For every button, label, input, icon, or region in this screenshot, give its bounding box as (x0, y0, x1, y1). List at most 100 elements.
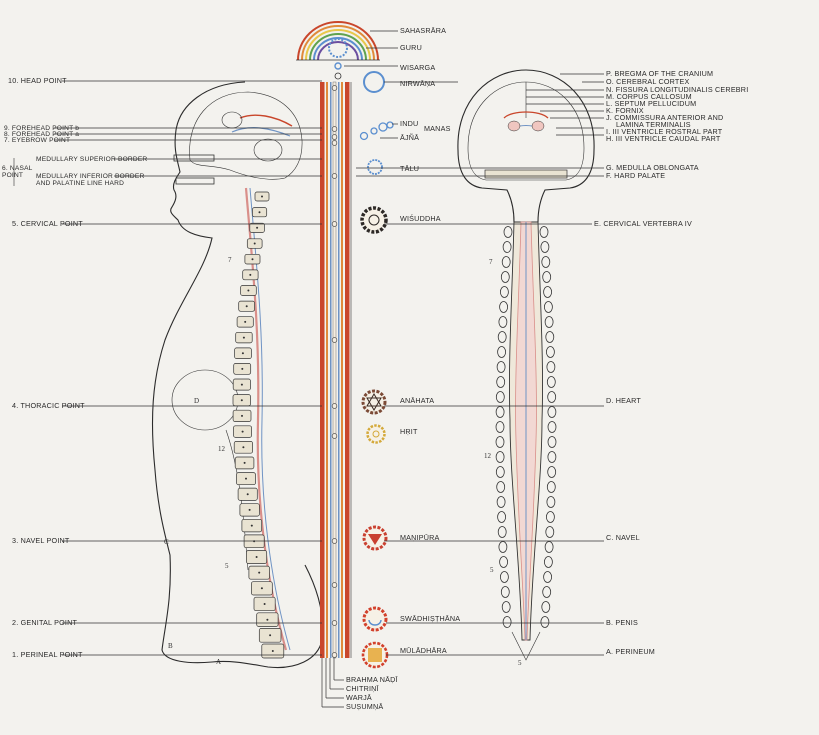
letter-a-left: A (216, 658, 221, 666)
vertebra-dot (252, 258, 254, 260)
vertebra-front (504, 227, 512, 238)
number-5-bottom: 5 (518, 659, 522, 667)
label-swadhisthana: SWĀDHIṢṬHĀNA (400, 614, 460, 623)
label-c-navel: C. NAVEL (606, 533, 640, 542)
number-5-left: 5 (225, 562, 229, 570)
vertebra-front (544, 287, 552, 298)
vertebra-front (496, 437, 504, 448)
vertebra-dot (246, 305, 248, 307)
vertebra-front (500, 287, 508, 298)
chakra-ajna (361, 133, 368, 140)
vertebra-dot (251, 525, 253, 527)
vertebra-front (496, 422, 504, 433)
vertebra-front (544, 572, 552, 583)
channel-bead (332, 539, 337, 544)
channel-bead (332, 621, 337, 626)
label-nasal-num: 6. NASAL (2, 165, 33, 172)
channel-bead (332, 135, 337, 140)
channel-bead (332, 127, 337, 132)
chakra-hrit (368, 426, 385, 443)
vertebra-front (542, 602, 550, 613)
vertebra-front (497, 482, 505, 493)
vertebra-front (548, 407, 556, 418)
vertebra-front (496, 407, 504, 418)
vertebra-front (501, 272, 509, 283)
nadi-channels (320, 82, 351, 658)
vertebra-front (543, 587, 551, 598)
letter-d-left: D (194, 397, 199, 405)
vertebra-front (548, 452, 556, 463)
label-medullary-inferior-2: AND PALATINE LINE HARD (36, 180, 124, 187)
label-cervical: 5. CERVICAL POINT (12, 219, 83, 228)
channel-bead (332, 141, 337, 146)
vertebra-front (498, 527, 506, 538)
chakra-indu-manas (371, 122, 393, 134)
vertebra-front (496, 467, 504, 478)
vertebra-front (496, 452, 504, 463)
vertebra-front (546, 527, 554, 538)
vertebra-front (548, 422, 556, 433)
channel-bead (332, 338, 337, 343)
vertebra-front (498, 512, 506, 523)
channel-bead (332, 222, 337, 227)
vertebra-front (544, 302, 552, 313)
chakra-manipura (364, 527, 386, 549)
vertebra-dot (249, 274, 251, 276)
chakra-muladhara (363, 643, 387, 667)
chakra-swadhisthana (364, 608, 386, 630)
vertebra-front (503, 617, 511, 628)
vertebra-front (540, 227, 548, 238)
label-perineal: 1. PERINEAL POINT (12, 650, 83, 659)
label-muladhara: MŪLĀDHĀRA (400, 646, 447, 655)
vertebra-front (501, 587, 509, 598)
vertebra-front (547, 497, 555, 508)
vertebra-front (497, 377, 505, 388)
label-thoracic: 4. THORACIC POINT (12, 401, 85, 410)
number-5-right: 5 (490, 566, 494, 574)
vertebra-front (544, 557, 552, 568)
label-chitrini: CHITRIṆĪ (346, 684, 379, 693)
label-hrit: HṚIT (400, 427, 418, 436)
chakra-wisuddha (362, 208, 386, 232)
label-guru: GURU (400, 43, 422, 52)
vertebra-front (547, 362, 555, 373)
label-medullary-superior: MEDULLARY SUPERIOR BORDER (36, 156, 147, 163)
label-head-point: 10. HEAD POINT (8, 76, 67, 85)
vertebra-dot (256, 556, 258, 558)
vertebra-dot (258, 572, 260, 574)
vertebra-front (547, 482, 555, 493)
label-a-perineum: A. PERINEUM (606, 647, 655, 656)
vertebra-dot (242, 446, 244, 448)
vertebra-front (500, 572, 508, 583)
skull-inner (190, 92, 303, 179)
heart-region (172, 370, 238, 430)
vertebra-front (500, 302, 508, 313)
channel-bead (332, 174, 337, 179)
chakra-talu (368, 160, 382, 174)
channel-bead (332, 404, 337, 409)
label-brahma-nadi: BRAHMA NĀḌĪ (346, 675, 398, 684)
label-f-palate: F. HARD PALATE (606, 171, 665, 180)
vertebra-front (499, 542, 507, 553)
label-anahata: ANĀHATA (400, 396, 434, 405)
channel-bead (332, 583, 337, 588)
chakra-anahata (363, 391, 385, 413)
label-susumna: SUṢUMṆĀ (346, 702, 383, 711)
vertebra-front (541, 242, 549, 253)
label-manas: MANAS (424, 124, 451, 133)
channel-bead (332, 86, 337, 91)
label-manipura: MAṆIPŪRA (400, 533, 440, 542)
vertebra-dot (244, 321, 246, 323)
vertebra-dot (259, 211, 261, 213)
label-h-ventricle: H. III VENTRICLE CAUDAL PART (606, 134, 721, 143)
vertebra-dot (249, 509, 251, 511)
vertebra-dot (247, 290, 249, 292)
vertebra-front (497, 362, 505, 373)
vertebra-dot (261, 196, 263, 198)
number-7-right: 7 (489, 258, 493, 266)
vertebra-front (548, 437, 556, 448)
channel-bead (332, 434, 337, 439)
label-ajna: ĀJÑĀ (400, 133, 419, 142)
vertebra-front (496, 392, 504, 403)
vertebra-front (545, 542, 553, 553)
